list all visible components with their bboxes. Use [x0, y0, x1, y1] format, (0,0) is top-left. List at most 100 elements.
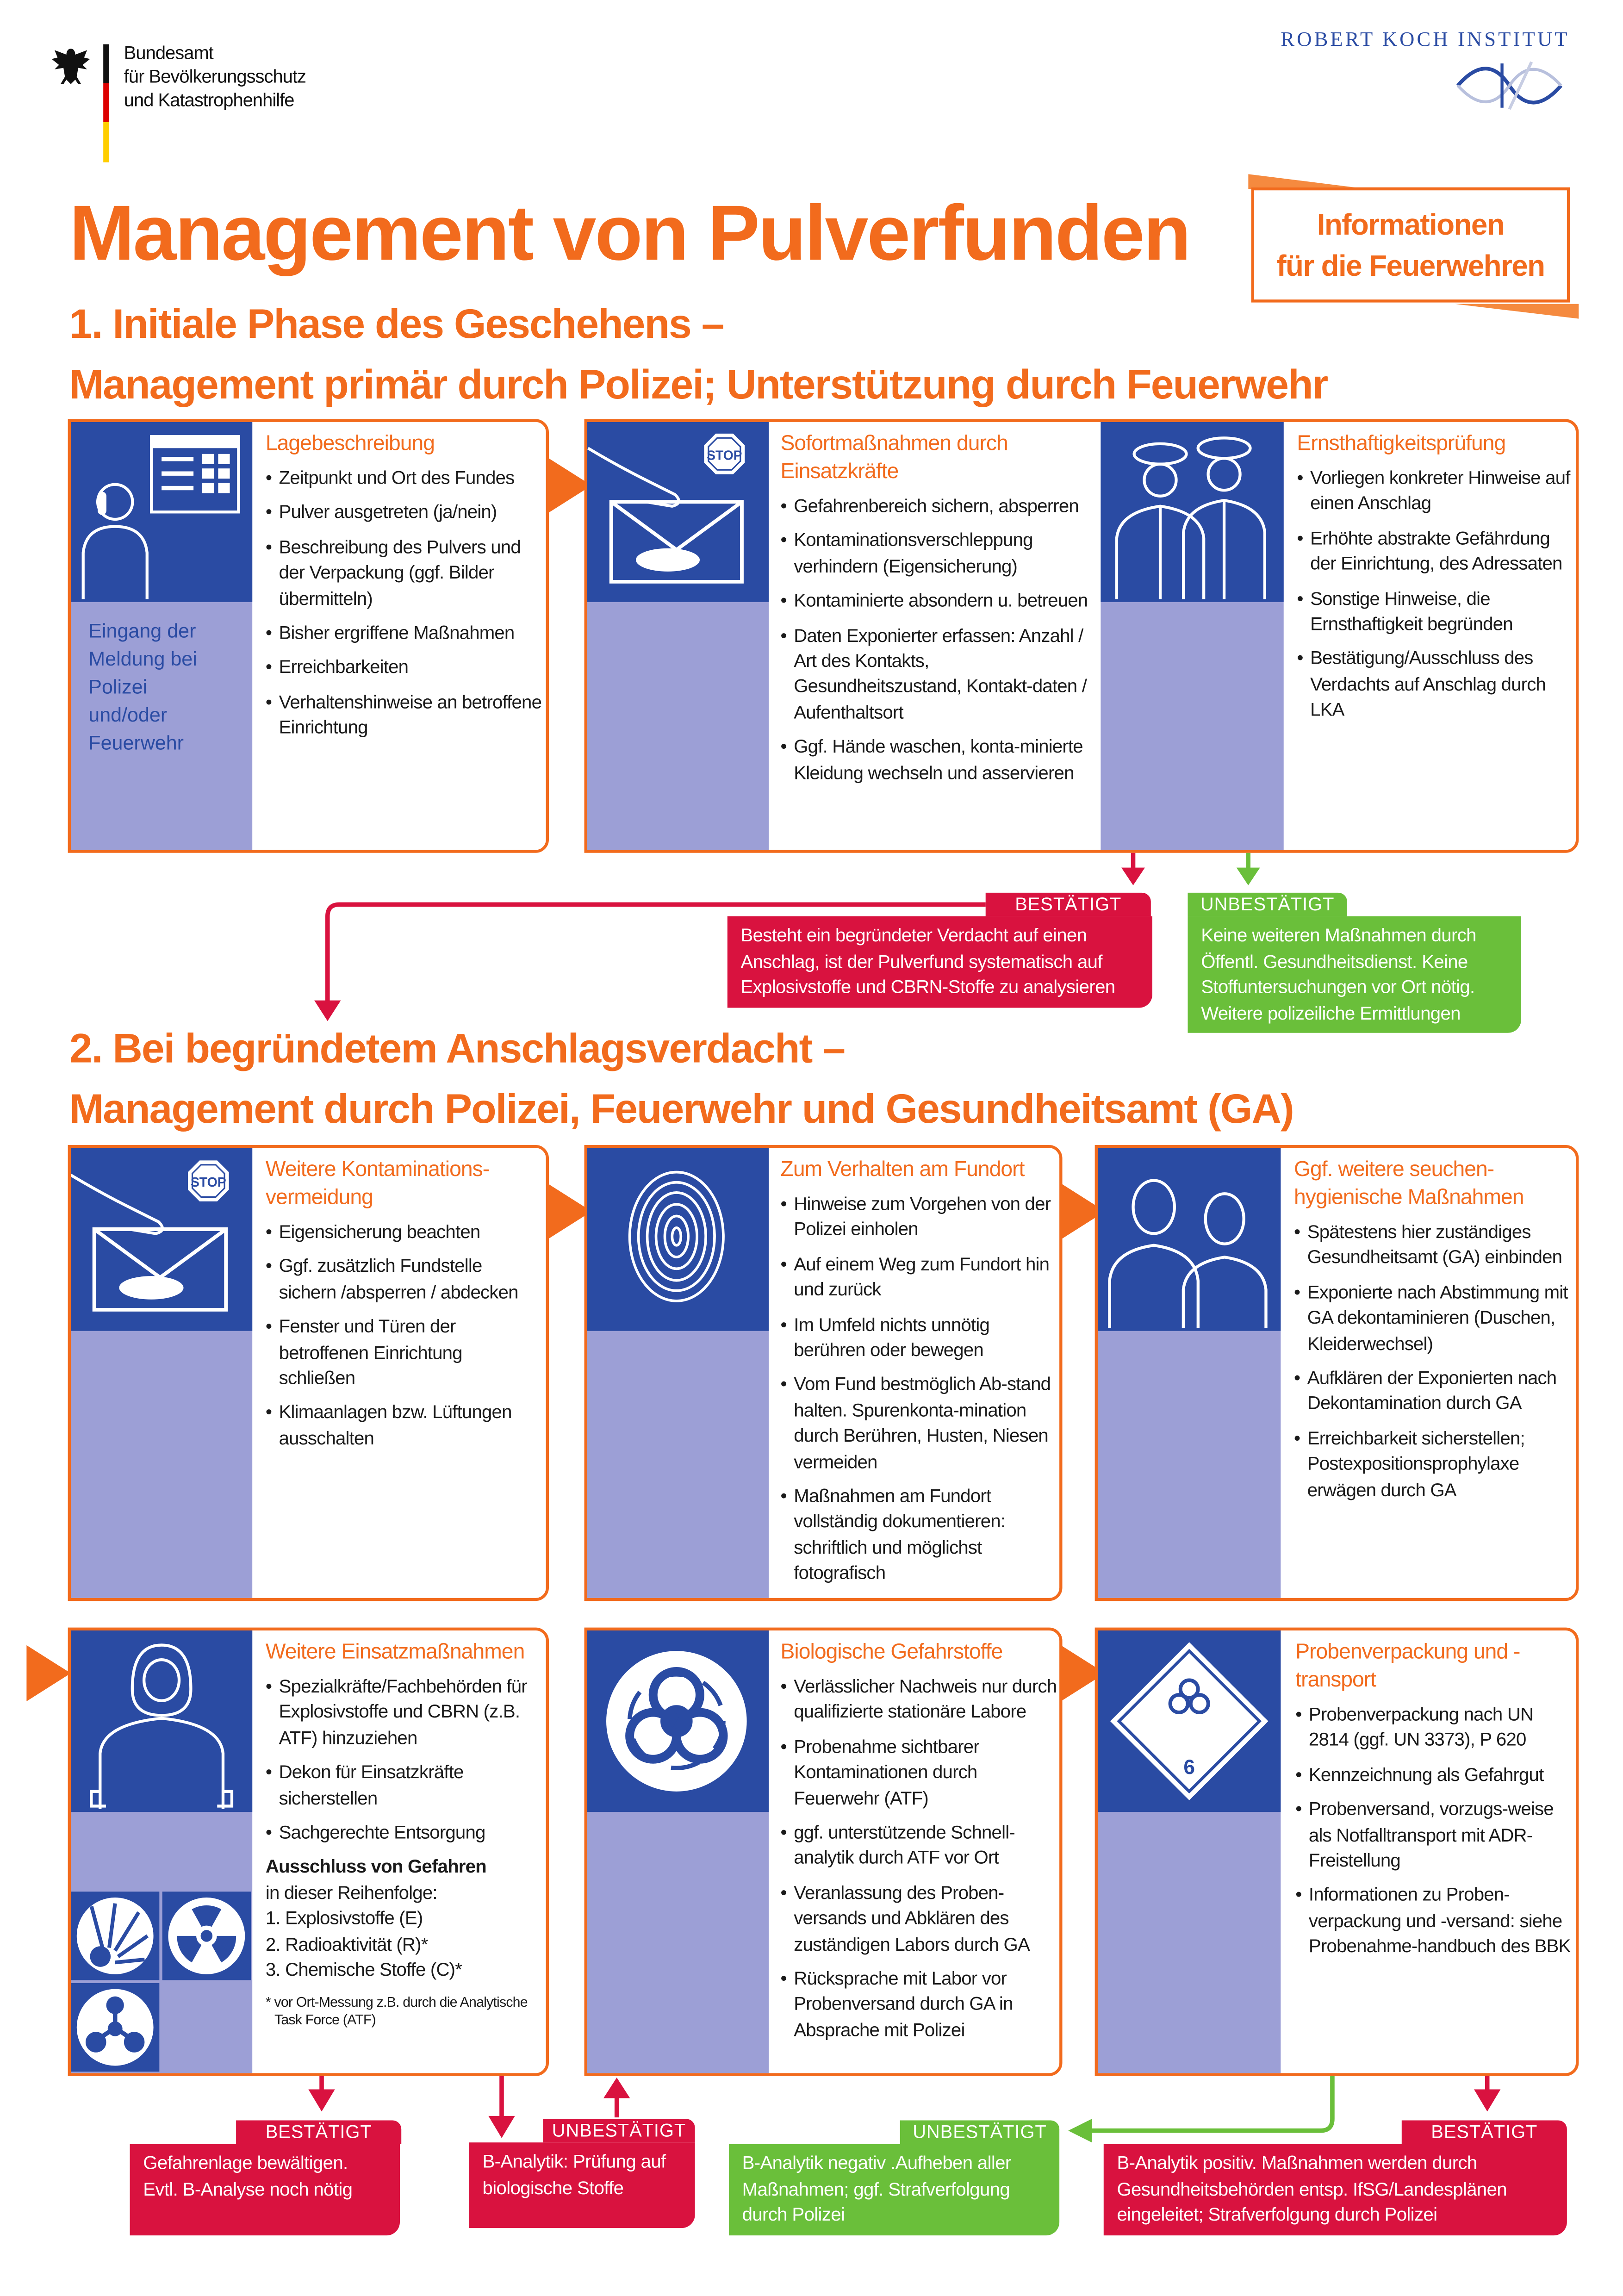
bullet-item: Vom Fund bestmöglich Ab-stand halten. Sp…: [781, 1373, 1058, 1475]
icon-panel-top: [1098, 1148, 1281, 1331]
infectious-substance-class-6-icon: 6: [1110, 1642, 1269, 1800]
badge-line: Informationen: [1317, 209, 1505, 242]
arrow-down-icon: [488, 2116, 515, 2138]
heading-line: 2. Bei begründetem Anschlagsverdacht –: [69, 1025, 846, 1071]
page-title: Management von Pulverfunden: [69, 190, 1191, 278]
card-text: ErnsthaftigkeitsprüfungVorliegen konkret…: [1297, 431, 1576, 733]
confirmed-label: BESTÄTIGT: [236, 2120, 402, 2144]
footnote: * vor Ort-Messung z.B. durch die Analyti…: [265, 1995, 528, 2030]
bullet-item: Fenster und Türen der betroffenen Einric…: [266, 1315, 543, 1392]
bullet-list: Eigensicherung beachtenGgf. zusätzlich F…: [266, 1220, 543, 1452]
flow-arrow: [26, 1645, 71, 1701]
card-title: Weitere Kontaminations-vermeidung: [265, 1158, 490, 1210]
hazard-class-number: 6: [1183, 1756, 1195, 1779]
hazard-order-item: 2. Radioaktivität (R)*: [265, 1934, 428, 1955]
federal-eagle-icon: [51, 49, 90, 84]
arrow-down-icon: [1474, 2089, 1501, 2112]
unconfirmed-label: UNBESTÄTIGT: [543, 2119, 695, 2143]
connector-line: [1088, 2074, 1335, 2133]
protective-suit-icon: [90, 1643, 234, 1809]
bullet-list: Vorliegen konkreter Hinweise auf einen A…: [1297, 466, 1576, 724]
rki-logo-icon: [1456, 61, 1563, 110]
bullet-item: Bisher ergriffene Maßnahmen: [266, 621, 543, 647]
bullet-item: Spezialkräfte/Fachbehörden für Explosivs…: [266, 1675, 543, 1752]
bullet-item: Hinweise zum Vorgehen von der Polizei ei…: [781, 1192, 1058, 1244]
hazard-grid: [71, 1892, 252, 2073]
badge-line: für die Feuerwehren: [1276, 250, 1545, 284]
hazard-exclusion-heading: Ausschluss von Gefahren: [265, 1857, 487, 1878]
flow-arrow: [547, 457, 592, 514]
bullet-item: Probenverpackung nach UN 2814 (ggf. UN 3…: [1295, 1703, 1573, 1754]
bullet-item: Verhaltenshinweise an betroffene Einrich…: [266, 691, 543, 742]
card-text: Sofortmaßnahmen durch EinsatzkräfteGefah…: [781, 431, 1098, 796]
card-title: Probenverpackung und -transport: [1295, 1641, 1520, 1692]
bullet-item: Probenversand, vorzugs-weise als Notfall…: [1295, 1798, 1573, 1874]
box-further-measures: Weitere EinsatzmaßnahmenSpezialkräfte/Fa…: [68, 1627, 549, 2076]
audience-badge: Informationen für die Feuerwehren: [1251, 187, 1570, 303]
bullet-list: Spätestens hier zuständiges Gesundheitsa…: [1294, 1220, 1574, 1504]
bullet-item: Maßnahmen am Fundort vollständig dokumen…: [781, 1485, 1058, 1587]
bullet-item: Erreichbarkeiten: [266, 656, 543, 682]
heading-line: Management durch Polizei, Feuerwehr und …: [69, 1086, 1294, 1132]
hazard-order-item: 1. Explosivstoffe (E): [265, 1908, 423, 1929]
hazard-order-intro: in dieser Reihenfolge:: [265, 1882, 438, 1904]
bullet-item: Spätestens hier zuständiges Gesundheitsa…: [1294, 1220, 1574, 1272]
bullet-item: Sonstige Hinweise, die Ernsthaftigkeit b…: [1297, 587, 1576, 638]
badge-ribbon: [1248, 174, 1579, 319]
side-label-line: Feuerwehr: [88, 732, 184, 754]
card-title: Weitere Einsatzmaßnahmen: [265, 1641, 525, 1665]
icon-panel: [1101, 422, 1284, 850]
stop-hand-envelope-icon: STOP: [71, 1160, 229, 1312]
bullet-item: Gefahrenbereich sichern, absperren: [781, 494, 1098, 521]
radiation-icon: [162, 1892, 251, 1980]
arrow-down-icon: [1236, 867, 1260, 885]
agency-line: für Bevölkerungsschutz: [124, 66, 306, 87]
card-title: Zum Verhalten am Fundort: [780, 1158, 1025, 1182]
card-title: Ernsthaftigkeitsprüfung: [1297, 432, 1506, 456]
bullet-item: Probenahme sichtbarer Kontaminationen du…: [781, 1735, 1058, 1812]
chemical-icon: [71, 1983, 160, 2072]
bullet-item: Erreichbarkeit sicherstellen; Postexposi…: [1294, 1426, 1574, 1503]
unconfirmed-label: UNBESTÄTIGT: [1188, 892, 1347, 916]
bullet-item: Bestätigung/Ausschluss des Verdachts auf…: [1297, 647, 1576, 724]
icon-panel: [587, 1630, 769, 2073]
bullet-item: Kontaminierte absondern u. betreuen: [781, 589, 1098, 616]
section2-heading: 2. Bei begründetem Anschlagsverdacht – M…: [69, 1018, 1294, 1139]
card-text: Weitere EinsatzmaßnahmenSpezialkräfte/Fa…: [266, 1639, 543, 2031]
bullet-list: Gefahrenbereich sichern, absperrenKontam…: [781, 494, 1098, 786]
side-label-line: Polizei: [88, 676, 148, 698]
box-site-conduct: Zum Verhalten am FundortHinweise zum Vor…: [584, 1145, 1063, 1601]
section1-heading: 1. Initiale Phase des Geschehens – Manag…: [69, 293, 1329, 414]
bullet-item: Zeitpunkt und Ort des Fundes: [266, 466, 543, 492]
bullet-item: Pulver ausgetreten (ja/nein): [266, 501, 543, 527]
card-title: Sofortmaßnahmen durch Einsatzkräfte: [780, 432, 1008, 484]
confirmed-outcome: Besteht ein begründeter Verdacht auf ein…: [727, 916, 1152, 1008]
side-label-line: und/oder: [88, 703, 168, 726]
arrow-down-icon: [314, 1000, 341, 1021]
bullet-item: Exponierte nach Abstimmung mit GA dekont…: [1294, 1281, 1574, 1357]
biohazard-icon: [606, 1651, 747, 1792]
bullet-list: Hinweise zum Vorgehen von der Polizei ei…: [781, 1192, 1058, 1587]
icon-panel: STOP: [587, 422, 769, 850]
icon-panel: STOP: [71, 1148, 253, 1598]
caller-calendar-icon: [81, 435, 240, 599]
bullet-item: Kontaminationsverschleppung verhindern (…: [781, 529, 1098, 580]
bullet-item: Dekon für Einsatzkräfte sicherstellen: [266, 1761, 543, 1812]
unconfirmed-outcome: Keine weiteren Maßnahmen durch Öffentl. …: [1188, 916, 1522, 1033]
bio-unconfirmed-outcome: B-Analytik negativ .Aufheben aller Maßna…: [728, 2144, 1060, 2236]
hazard-unconfirmed-outcome: B-Analytik: Prüfung auf biologische Stof…: [469, 2142, 695, 2228]
side-label-line: Eingang der: [88, 620, 196, 642]
confirmed-label: BESTÄTIGT: [1401, 2120, 1567, 2144]
heading-line: Management primär durch Polizei; Unterst…: [69, 361, 1329, 407]
agency-line: Bundesamt: [124, 43, 214, 64]
explosive-icon: [71, 1892, 160, 1980]
icon-panel: [71, 1630, 253, 2073]
hazard-confirmed-outcome: Gefahrenlage bewältigen. Evtl. B-Analyse…: [130, 2144, 400, 2236]
icon-panel: [587, 1148, 769, 1598]
bullet-list: Probenverpackung nach UN 2814 (ggf. UN 3…: [1295, 1703, 1573, 1960]
